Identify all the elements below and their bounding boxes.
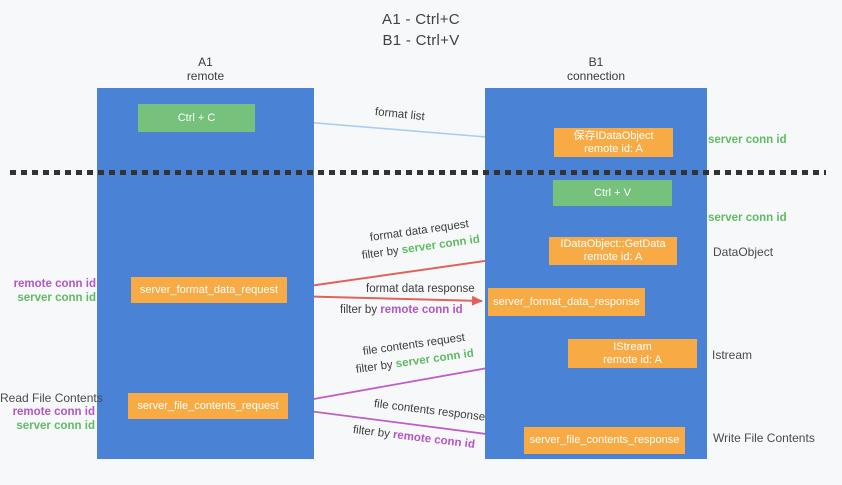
node-idataobject-getdata: IDataObject::GetData remote id: A bbox=[549, 237, 677, 265]
node-istream-line2: remote id: A bbox=[603, 353, 662, 366]
server-conn-id-label-top: server conn id bbox=[708, 134, 787, 146]
right-column-name: B1 bbox=[588, 55, 604, 69]
remote-conn-id-label-file: remote conn id bbox=[12, 406, 95, 418]
node-format-response-label: server_format_data_response bbox=[493, 295, 640, 308]
node-server-file-contents-request: server_file_contents_request bbox=[128, 393, 288, 419]
node-getdata-line1: IDataObject::GetData bbox=[560, 238, 666, 250]
left-column-subtitle: remote bbox=[186, 69, 225, 83]
node-save-idataobject: 保存IDataObject remote id: A bbox=[554, 128, 673, 157]
filter-by-remote-conn-id-label-format: filter by remote conn id bbox=[340, 304, 463, 316]
title-line-b1: B1 - Ctrl+V bbox=[382, 32, 460, 49]
node-istream-line1: IStream bbox=[613, 340, 652, 353]
node-save-idataobject-line1: 保存IDataObject bbox=[573, 129, 654, 142]
session-separator-dashed-line bbox=[10, 170, 826, 175]
node-server-file-contents-response: server_file_contents_response bbox=[524, 427, 685, 454]
node-file-response-label: server_file_contents_response bbox=[529, 434, 680, 446]
node-ctrl-v: Ctrl + V bbox=[553, 180, 672, 206]
node-ctrl-v-label: Ctrl + V bbox=[594, 186, 631, 199]
node-ctrl-c: Ctrl + C bbox=[138, 104, 255, 132]
write-file-contents-label: Write File Contents bbox=[713, 431, 815, 445]
format-data-response-label: format data response bbox=[366, 283, 475, 295]
istream-side-label: Istream bbox=[712, 348, 753, 362]
left-column-name: A1 bbox=[198, 55, 213, 69]
filter-by-text: filter by bbox=[340, 304, 378, 316]
node-format-request-label: server_format_data_request bbox=[139, 283, 279, 296]
read-file-contents-label: Read File Contents bbox=[0, 391, 103, 405]
file-conn-id-group: Read File Contents remote conn id server… bbox=[0, 391, 103, 433]
node-save-idataobject-line2: remote id: A bbox=[584, 142, 643, 155]
format-conn-id-group: remote conn id server conn id bbox=[8, 277, 96, 305]
server-conn-id-label-format: server conn id bbox=[17, 292, 96, 304]
server-conn-id-label-file: server conn id bbox=[16, 420, 95, 432]
node-getdata-line2: remote id: A bbox=[583, 251, 643, 263]
node-file-request-label: server_file_contents_request bbox=[137, 399, 279, 412]
node-istream: IStream remote id: A bbox=[568, 339, 697, 368]
node-server-format-data-request: server_format_data_request bbox=[131, 277, 287, 303]
arrow-format-data-response bbox=[289, 295, 483, 306]
title-line-a1: A1 - Ctrl+C bbox=[382, 11, 460, 28]
right-column-subtitle: connection bbox=[566, 69, 626, 83]
page-title: A1 - Ctrl+C B1 - Ctrl+V bbox=[0, 9, 842, 51]
node-ctrl-c-label: Ctrl + C bbox=[177, 111, 216, 124]
dataobject-label: DataObject bbox=[713, 245, 774, 259]
remote-conn-id-label-format: remote conn id bbox=[13, 278, 96, 290]
left-column-header: A1 remote bbox=[97, 55, 314, 83]
right-column-header: B1 connection bbox=[485, 55, 707, 83]
node-server-format-data-response: server_format_data_response bbox=[488, 288, 645, 316]
server-conn-id-label-mid: server conn id bbox=[708, 212, 787, 224]
arrow-file-contents-response bbox=[292, 408, 518, 442]
remote-conn-id-text: remote conn id bbox=[380, 304, 463, 316]
